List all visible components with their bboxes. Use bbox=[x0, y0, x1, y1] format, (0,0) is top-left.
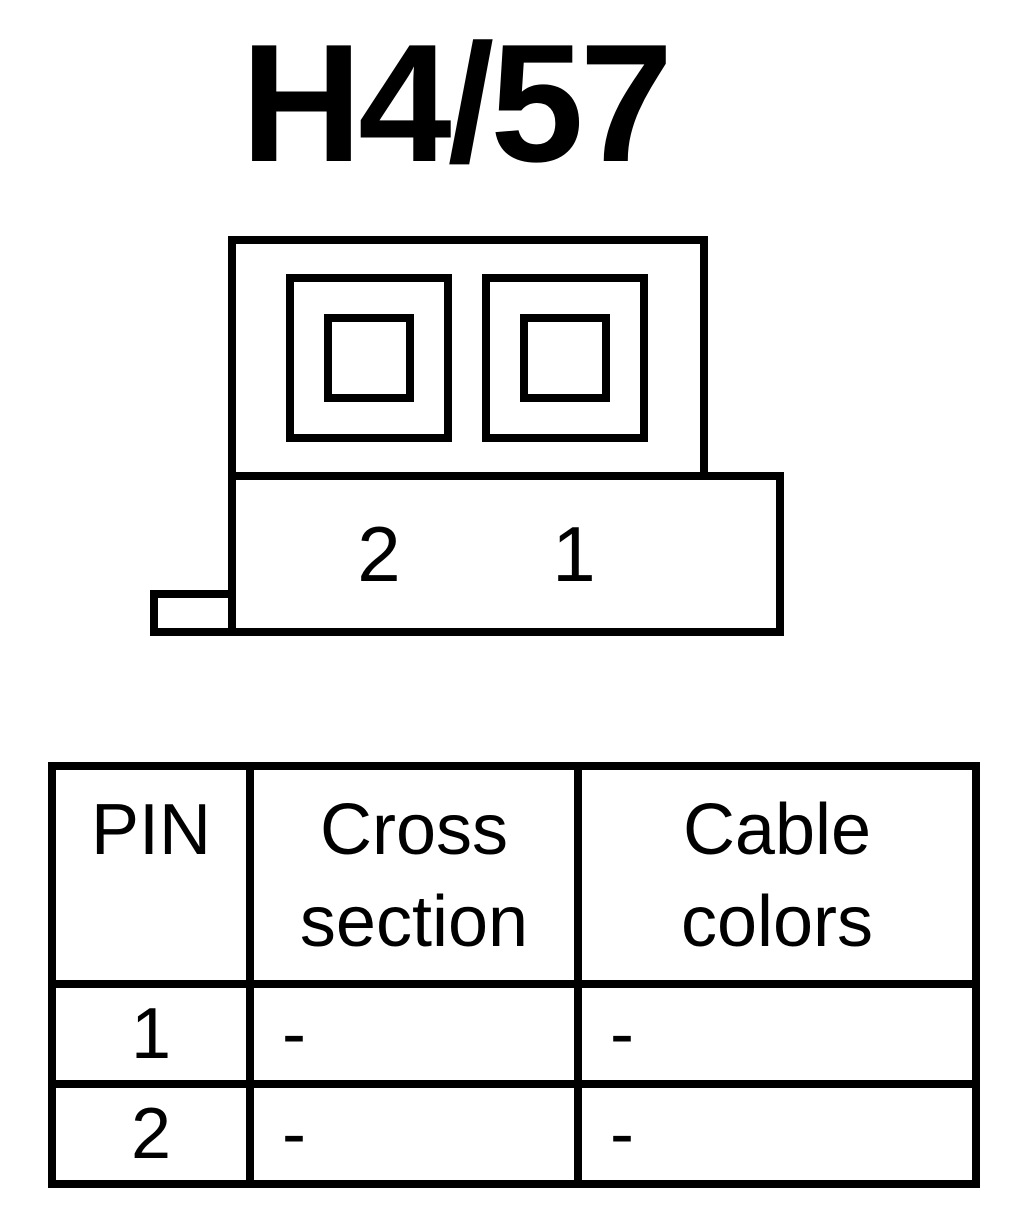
connector-title: H4/57 bbox=[240, 9, 673, 197]
pin-cavity-1-outer bbox=[482, 274, 648, 442]
header-pin: PIN bbox=[48, 762, 254, 988]
pin-cavity-2-outer bbox=[286, 274, 452, 442]
row-cross-section: - bbox=[246, 980, 582, 1088]
row-pin: 1 bbox=[48, 980, 254, 1088]
connector-diagram: 2 1 bbox=[150, 236, 784, 636]
pin-label-1: 1 bbox=[552, 510, 595, 598]
connector-latch-tab bbox=[150, 590, 236, 636]
row-cable-color: - bbox=[574, 1080, 980, 1188]
table-header-row: PIN Cross section Cable colors bbox=[48, 762, 980, 988]
pin-cavity-2-inner bbox=[324, 314, 414, 402]
row-pin: 2 bbox=[48, 1080, 254, 1188]
pin-label-2: 2 bbox=[357, 510, 400, 598]
table-row: 1 - - bbox=[48, 980, 980, 1088]
pin-cavity-1-inner bbox=[520, 314, 610, 402]
table-row: 2 - - bbox=[48, 1080, 980, 1188]
header-cable-colors: Cable colors bbox=[574, 762, 980, 988]
header-cross-section: Cross section bbox=[246, 762, 582, 988]
pin-assignment-table: PIN Cross section Cable colors 1 - - 2 -… bbox=[48, 762, 980, 1188]
row-cable-color: - bbox=[574, 980, 980, 1088]
row-cross-section: - bbox=[246, 1080, 582, 1188]
connector-housing-lower bbox=[228, 472, 784, 636]
